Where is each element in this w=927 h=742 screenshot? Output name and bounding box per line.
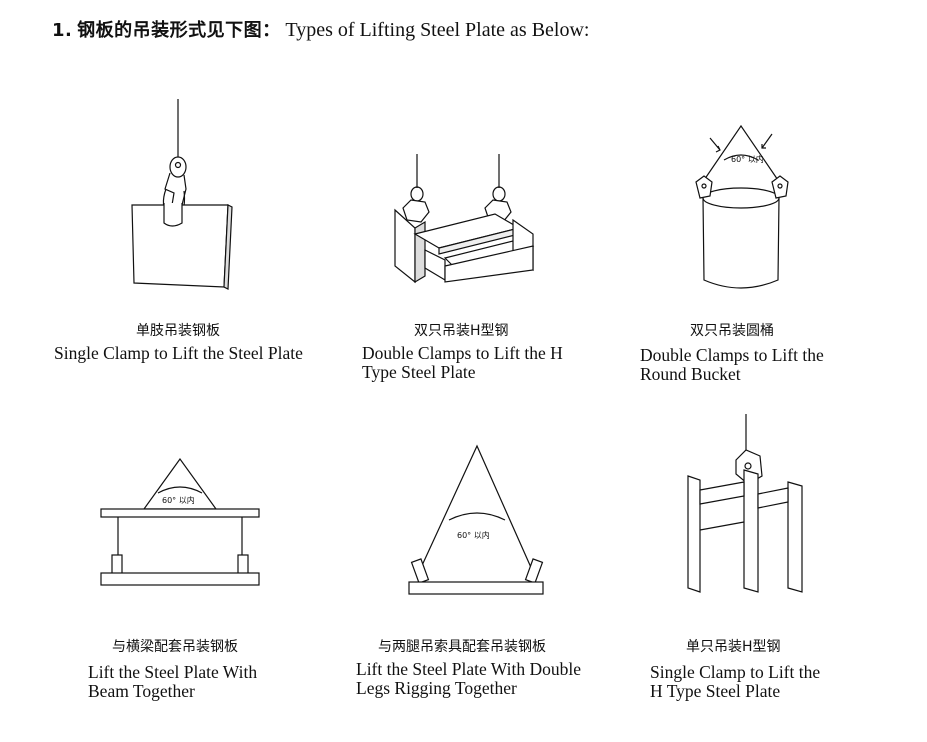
double-clamp-bucket-illustration: 60° 以内 [695,124,789,289]
beam-lift-illustration: 60° 以内 [100,457,260,586]
caption-zh-4: 与横梁配套吊装钢板 [112,639,238,655]
angle-label: 60° 以内 [162,495,195,505]
caption-en-3-line-1: Double Clamps to Lift the [640,345,824,365]
caption-en-4-line-2: Beam Together [88,681,195,701]
heading-title-zh: 钢板的吊装形式见下图： [77,20,281,41]
caption-en-5: Lift the Steel Plate With Double Legs Ri… [356,660,581,698]
caption-zh-2: 双只吊装H型钢 [414,323,509,339]
caption-en-2-line-1: Double Clamps to Lift the H [362,343,563,363]
caption-en-5-line-2: Legs Rigging Together [356,678,517,698]
angle-label: 60° 以内 [731,154,764,164]
double-legs-rigging-illustration: 60° 以内 [408,444,544,595]
caption-en-1-line-1: Single Clamp to Lift the Steel Plate [54,343,303,363]
figure-double-legs-rigging: 60° 以内 [405,440,550,600]
angle-label: 60° 以内 [457,530,490,540]
caption-en-6: Single Clamp to Lift the H Type Steel Pl… [650,663,820,701]
double-clamp-h-beam-illustration [394,154,535,284]
figure-single-clamp-h-beam [684,410,809,595]
heading-number: 1. [52,20,73,41]
heading-title-en: Types of Lifting Steel Plate as Below: [285,19,590,41]
figure-beam-lift: 60° 以内 [98,455,263,600]
caption-zh-5: 与两腿吊索具配套吊装钢板 [378,639,546,655]
caption-en-3: Double Clamps to Lift the Round Bucket [640,346,824,384]
caption-en-2: Double Clamps to Lift the H Type Steel P… [362,344,563,382]
caption-en-3-line-2: Round Bucket [640,364,741,384]
figure-double-clamp-h-beam [385,150,545,285]
caption-en-6-line-2: H Type Steel Plate [650,681,781,701]
figure-single-clamp-plate [120,95,240,295]
caption-en-1: Single Clamp to Lift the Steel Plate [54,344,303,363]
caption-zh-6: 单只吊装H型钢 [686,639,781,655]
caption-en-2-line-2: Type Steel Plate [362,362,476,382]
caption-zh-3: 双只吊装圆桶 [690,323,774,339]
figure-double-clamp-bucket: 60° 以内 [690,120,800,295]
caption-en-4: Lift the Steel Plate With Beam Together [88,663,257,701]
single-clamp-plate-illustration [131,99,233,290]
caption-en-5-line-1: Lift the Steel Plate With Double [356,659,581,679]
caption-en-4-line-1: Lift the Steel Plate With [88,662,258,682]
caption-zh-1: 单肢吊装钢板 [136,323,220,339]
caption-en-6-line-1: Single Clamp to Lift the [650,662,821,682]
page-heading: 1. 钢板的吊装形式见下图： Types of Lifting Steel Pl… [52,16,589,42]
single-clamp-h-beam-illustration [687,414,803,593]
